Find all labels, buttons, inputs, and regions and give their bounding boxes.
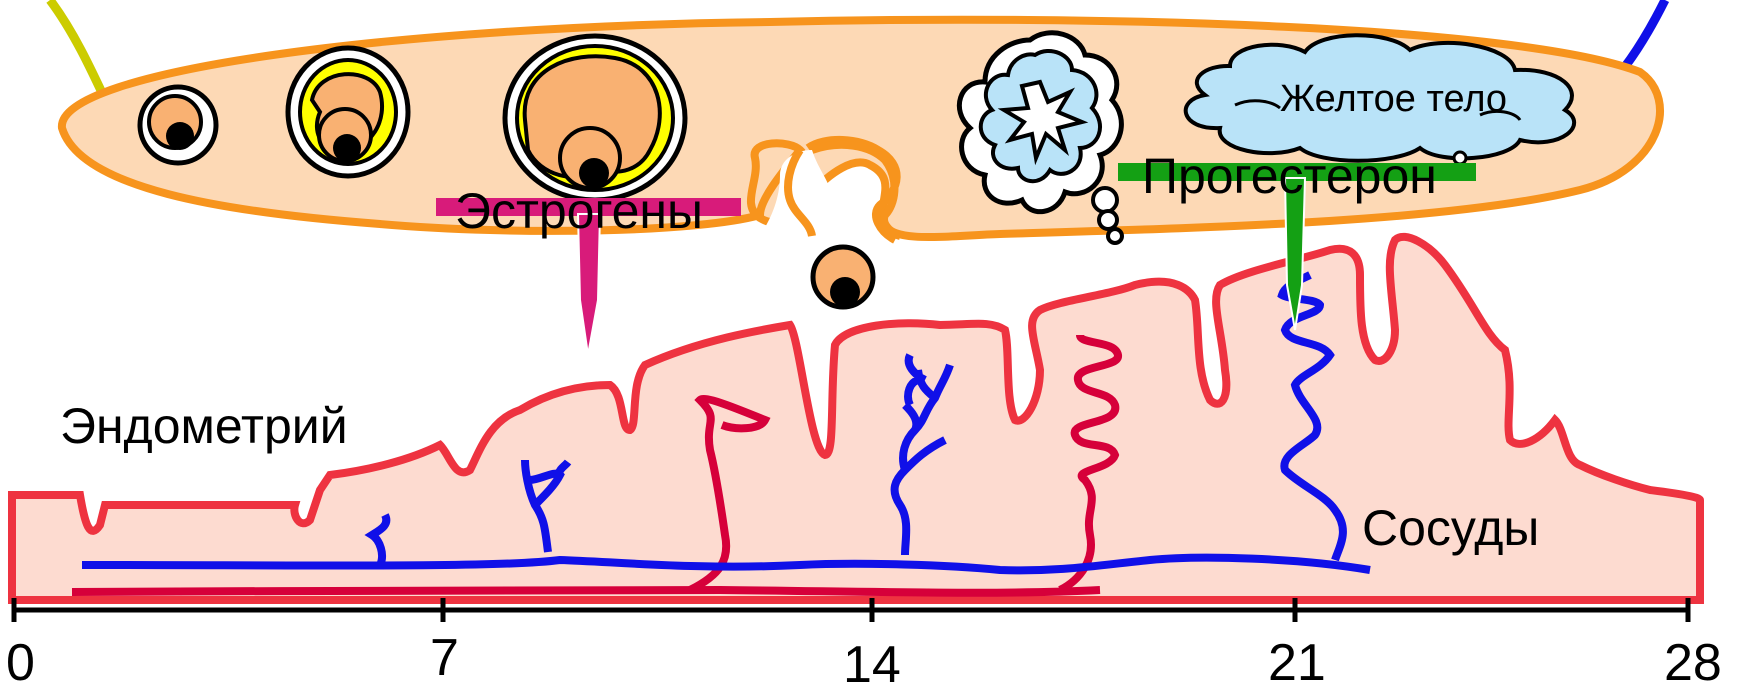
- corpus-luteum-label: Желтое тело: [1280, 78, 1507, 120]
- day-axis: 0 7 14 21 28: [6, 598, 1722, 684]
- follicle-mature: [505, 36, 685, 200]
- released-oocyte: [813, 247, 873, 307]
- axis-tick-label-1: 7: [430, 629, 459, 684]
- progesterone-label: Прогестерон: [1142, 148, 1437, 204]
- follicle-small: [140, 87, 216, 163]
- endometrium-label: Эндометрий: [60, 398, 348, 454]
- axis-tick-label-4: 28: [1664, 634, 1722, 684]
- axis-tick-label-2: 14: [843, 636, 901, 684]
- vessels-label: Сосуды: [1362, 500, 1539, 556]
- axis-tick-label-3: 21: [1268, 634, 1326, 684]
- estrogens-label: Эстрогены: [455, 183, 703, 239]
- follicle-growing: [288, 48, 408, 176]
- axis-tick-label-0: 0: [6, 634, 35, 684]
